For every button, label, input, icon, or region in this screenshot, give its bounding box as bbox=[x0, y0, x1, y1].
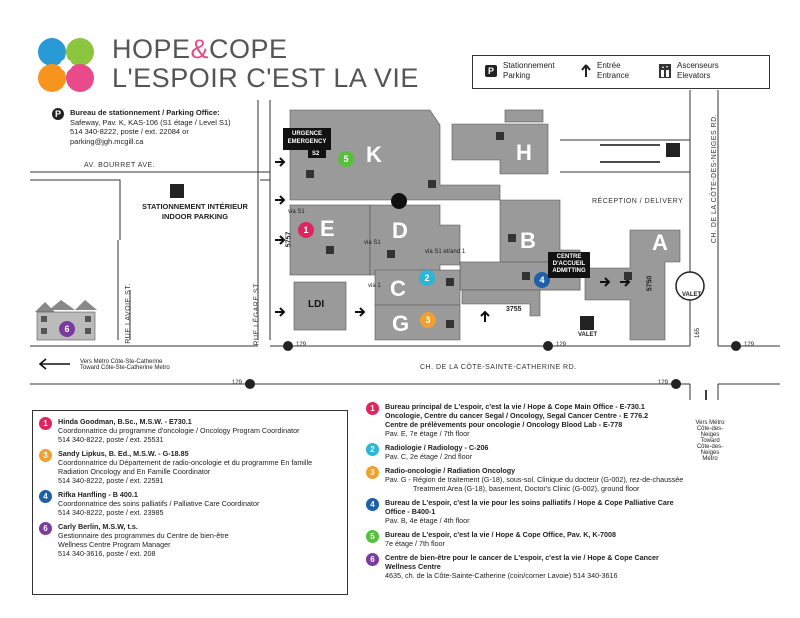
legend-parking: Stationnement Parking bbox=[503, 61, 555, 80]
contact-number-6: 6 bbox=[39, 522, 52, 535]
via-1: via 1 bbox=[368, 283, 381, 289]
bus-129-b: 129 bbox=[556, 342, 567, 348]
location-entry-1: 1 Bureau principal de L'espoir, c'est la… bbox=[366, 402, 691, 438]
entrance-arrow-icon bbox=[581, 64, 591, 77]
emergency-badge bbox=[283, 128, 331, 150]
building-ldi bbox=[293, 281, 347, 331]
svg-text:1: 1 bbox=[303, 225, 308, 235]
admitting-badge bbox=[548, 252, 590, 278]
campus-map: 1 2 3 4 5 6 bbox=[30, 90, 780, 400]
logo-title-line1: HOPE&COPE bbox=[112, 34, 288, 64]
legend-entrance: Entrée Entrance bbox=[597, 61, 630, 80]
building-a bbox=[584, 229, 681, 341]
s2-label: S2 bbox=[312, 151, 320, 157]
via-s1-d: via S1 bbox=[364, 240, 381, 246]
valet-roundabout bbox=[675, 271, 705, 301]
svg-text:5: 5 bbox=[343, 154, 348, 164]
roads bbox=[30, 90, 780, 400]
building-h bbox=[451, 123, 549, 175]
bus-129-d: 129 bbox=[232, 380, 243, 386]
building-label-h: H bbox=[516, 140, 532, 165]
admitting-label: CENTRE D'ACCUEIL ADMITTING bbox=[552, 254, 586, 274]
metro-arrows bbox=[38, 144, 707, 400]
via-s1-e: via S1 bbox=[288, 209, 305, 215]
street-cote-ste-catherine: CH. DE LA CÔTE-SAINTE-CATHERINE RD. bbox=[420, 364, 577, 371]
contact-entry-1: 1 Hinda Goodman, B.Sc., M.S.W. - E730.1 … bbox=[39, 417, 341, 444]
contact-number-3: 3 bbox=[39, 449, 52, 462]
location-entry-5: 5 Bureau de L'espoir, c'est la vie / Hop… bbox=[366, 530, 691, 548]
building-label-d: D bbox=[392, 218, 408, 243]
valet-label-2: VALET bbox=[578, 332, 598, 338]
parking-office-info: Bureau de stationnement / Parking Office… bbox=[70, 108, 231, 146]
street-reception: RÉCEPTION / DELIVERY bbox=[592, 198, 684, 205]
entrance-arrows bbox=[275, 157, 631, 322]
contacts-box: 1 Hinda Goodman, B.Sc., M.S.W. - E730.1 … bbox=[32, 410, 348, 595]
legend-elevators: Ascenseurs Elevators bbox=[677, 61, 719, 80]
bus-129-a: 129 bbox=[296, 342, 307, 348]
location-entry-6: 6 Centre de bien-être pour le cancer de … bbox=[366, 553, 691, 580]
emergency-label: URGENCE EMERGENCY bbox=[287, 131, 327, 145]
contact-entry-3: 3 Sandy Lipkus, B. Ed., M.S.W. - G-18.85… bbox=[39, 449, 341, 485]
bus-129-e: 129 bbox=[658, 380, 669, 386]
locations-list: 1 Bureau principal de L'espoir, c'est la… bbox=[366, 402, 691, 585]
elevator-icon bbox=[659, 64, 671, 78]
bus-165: 165 bbox=[695, 327, 702, 339]
logo-title-line2: L'ESPOIR C'EST LA VIE bbox=[112, 63, 419, 93]
contact-number-1: 1 bbox=[39, 417, 52, 430]
building-label-k: K bbox=[366, 142, 382, 167]
num-5757: 5757 bbox=[285, 231, 293, 248]
contact-number-4: 4 bbox=[39, 490, 52, 503]
building-k bbox=[289, 109, 501, 201]
svg-text:6: 6 bbox=[64, 324, 69, 334]
svg-text:4: 4 bbox=[539, 275, 544, 285]
map-legend: P Stationnement Parking Entrée Entrance … bbox=[472, 55, 770, 89]
parking-office-icon: P bbox=[52, 108, 64, 120]
street-bourret: AV. BOURRET AVE. bbox=[84, 162, 156, 169]
logo-petals-icon bbox=[38, 38, 94, 92]
logo bbox=[34, 36, 104, 94]
map-markers bbox=[59, 151, 550, 337]
num-3755: 3755 bbox=[506, 306, 522, 313]
via-s1-c: via S1 et/and 1 bbox=[425, 249, 466, 255]
building-h-annex bbox=[504, 109, 544, 123]
building-g bbox=[374, 304, 461, 341]
building-c bbox=[374, 269, 461, 306]
building-label-e: E bbox=[320, 216, 335, 241]
street-cote-des-neiges: CH. DE LA CÔTE-DES-NEIGES RD. bbox=[711, 113, 719, 244]
svg-text:2: 2 bbox=[424, 273, 429, 283]
valet-label: VALET bbox=[682, 292, 702, 298]
building-3755 bbox=[461, 289, 541, 317]
location-entry-3: 3 Radio-oncologie / Radiation Oncology P… bbox=[366, 466, 691, 493]
parking-icon: P bbox=[485, 65, 497, 77]
contact-entry-4: 4 Rifka Hanfling - B 400.1 Coordonnatric… bbox=[39, 490, 341, 517]
ldi-label: LDI bbox=[308, 299, 325, 310]
metro-ste-catherine-label: Vers Métro Côte-Ste-Catherine Toward Côt… bbox=[80, 359, 170, 371]
parking-icon-map bbox=[170, 143, 680, 330]
indoor-parking-label: STATIONNEMENT INTÉRIEUR INDOOR PARKING bbox=[142, 202, 248, 221]
building-label-b: B bbox=[520, 228, 536, 253]
building-label-c: C bbox=[390, 276, 406, 301]
building-label-g: G bbox=[392, 311, 410, 336]
building-label-a: A bbox=[652, 230, 668, 255]
contact-entry-6: 6 Carly Berlin, M.S.W, t.s. Gestionnaire… bbox=[39, 522, 341, 558]
marker-numbers: 1 2 3 4 5 6 bbox=[64, 154, 544, 334]
bus-129-c: 129 bbox=[744, 342, 755, 348]
num-5750: 5750 bbox=[646, 275, 654, 292]
map-elevators bbox=[306, 132, 632, 328]
svg-text:3: 3 bbox=[425, 315, 430, 325]
street-legare: RUE LÉGARE ST. bbox=[253, 281, 261, 346]
metro-cdn-label: Vers Métro Côte-des-Neiges Toward Côte-d… bbox=[695, 420, 725, 462]
location-entry-4: 4 Bureau de L'espoir, c'est la vie pour … bbox=[366, 498, 691, 525]
bus-icons bbox=[245, 341, 741, 389]
location-entry-2: 2 Radiologie / Radiology - C-206 Pav. C,… bbox=[366, 443, 691, 461]
street-lavoie: RUE LAVOIE ST. bbox=[124, 283, 132, 344]
building-d bbox=[369, 204, 461, 276]
